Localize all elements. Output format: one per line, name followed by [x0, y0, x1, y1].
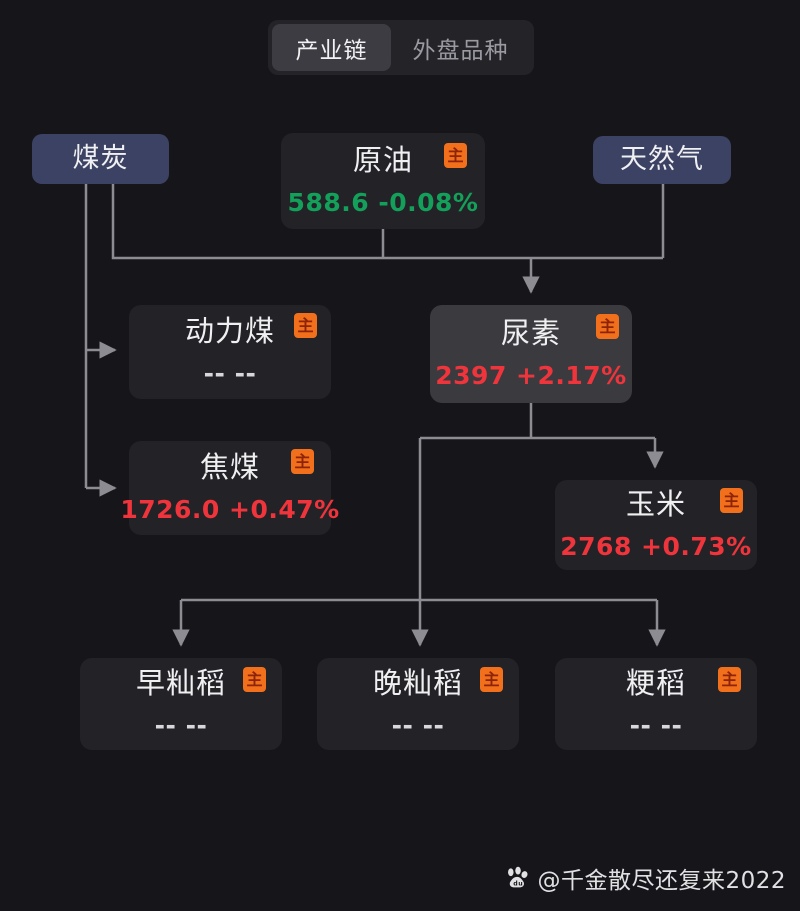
node-label: 尿素: [500, 316, 561, 351]
tab-overseas-varieties[interactable]: 外盘品种: [412, 37, 509, 64]
node-quote: -- --: [629, 710, 683, 740]
node-coal[interactable]: 煤炭: [32, 134, 169, 184]
node-crude-oil[interactable]: 主 原油 588.6 -0.08%: [281, 133, 485, 229]
main-contract-badge-icon: 主: [480, 667, 503, 692]
node-quote: -- --: [391, 710, 445, 740]
node-corn[interactable]: 主 玉米 2768 +0.73%: [555, 480, 757, 570]
node-natural-gas[interactable]: 天然气: [593, 136, 731, 184]
node-quote: 2397 +2.17%: [435, 360, 627, 390]
node-quote: 588.6 -0.08%: [287, 187, 479, 217]
node-quote: -- --: [203, 358, 257, 388]
main-contract-badge-icon: 主: [720, 488, 743, 513]
node-label: 原油: [352, 143, 413, 178]
main-contract-badge-icon: 主: [596, 314, 619, 339]
watermark-text: @千金散尽还复来2022: [537, 868, 786, 894]
tab-industry-chain[interactable]: 产业链: [272, 24, 391, 71]
main-contract-badge-icon: 主: [291, 449, 314, 474]
node-late-indica-rice[interactable]: 主 晚籼稻 -- --: [317, 658, 519, 750]
node-label: 天然气: [620, 143, 704, 175]
node-label: 煤炭: [72, 142, 129, 174]
node-early-indica-rice[interactable]: 主 早籼稻 -- --: [80, 658, 282, 750]
main-contract-badge-icon: 主: [243, 667, 266, 692]
node-coking-coal[interactable]: 主 焦煤 1726.0 +0.47%: [120, 441, 339, 535]
node-urea[interactable]: 主 尿素 2397 +2.17%: [430, 305, 632, 403]
node-label: 早籼稻: [135, 666, 226, 701]
main-contract-badge-icon: 主: [444, 143, 467, 168]
baidu-paw-icon: du: [508, 866, 528, 887]
node-label: 粳稻: [625, 666, 686, 701]
main-contract-badge-icon: 主: [294, 313, 317, 338]
node-thermal-coal[interactable]: 主 动力煤 -- --: [129, 305, 331, 399]
main-contract-badge-icon: 主: [718, 667, 741, 692]
view-mode-toggle[interactable]: 产业链 外盘品种: [268, 20, 534, 75]
node-label: 晚籼稻: [372, 666, 463, 701]
node-quote: 2768 +0.73%: [560, 531, 752, 561]
node-label: 动力煤: [184, 314, 275, 349]
node-quote: -- --: [154, 710, 208, 740]
node-japonica-rice[interactable]: 主 粳稻 -- --: [555, 658, 757, 750]
node-label: 玉米: [625, 487, 686, 522]
svg-text:du: du: [514, 880, 524, 887]
node-quote: 1726.0 +0.47%: [120, 494, 340, 524]
watermark: du @千金散尽还复来2022: [505, 861, 786, 895]
node-label: 焦煤: [199, 450, 260, 485]
